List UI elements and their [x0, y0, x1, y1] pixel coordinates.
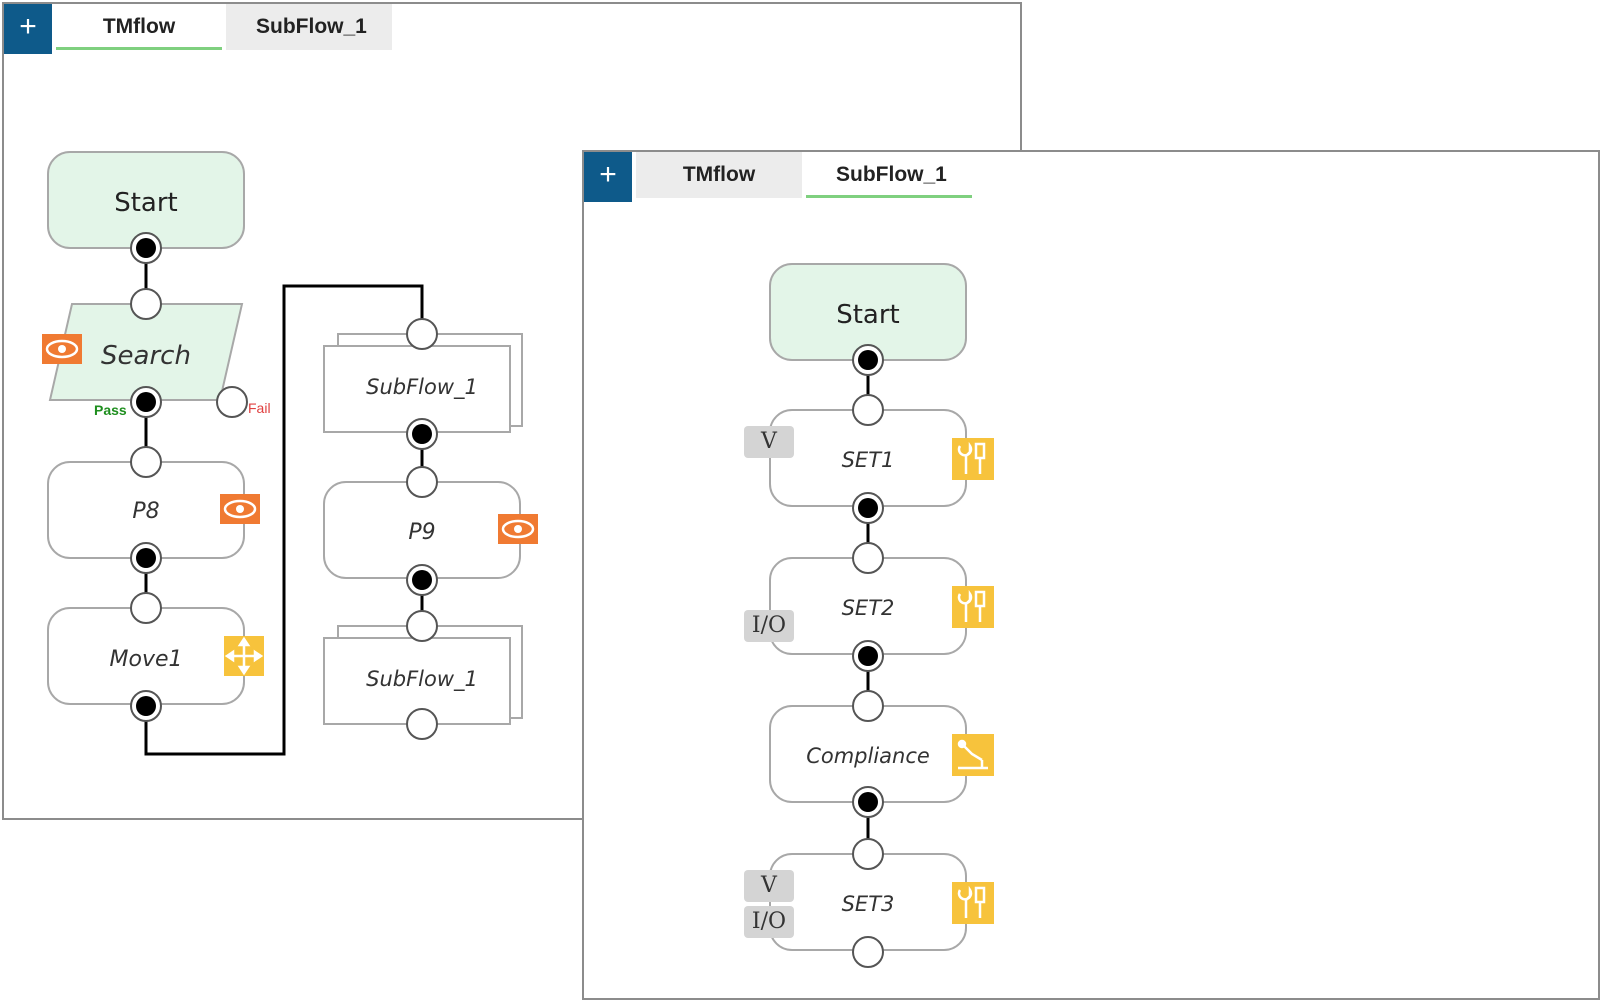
tool-wrench-icon: [952, 438, 994, 480]
set3-io-badge: I/O: [744, 906, 794, 938]
move-arrows-icon: [224, 636, 264, 676]
search-label: Search: [101, 341, 191, 371]
main-start-node[interactable]: Start: [47, 151, 245, 249]
set3-label: SET3: [842, 892, 895, 916]
sub-start-label: Start: [836, 300, 900, 330]
search-node[interactable]: Search: [48, 303, 244, 401]
vision-eye-icon: [220, 494, 260, 524]
compliance-icon: [952, 734, 994, 776]
tool-wrench-icon: [952, 586, 994, 628]
sub-tab-bar: + TMflow SubFlow_1: [584, 152, 972, 202]
fail-label: Fail: [248, 400, 271, 416]
plus-icon: +: [599, 158, 617, 191]
set2-io-badge: I/O: [744, 610, 794, 642]
set1-label: SET1: [842, 448, 895, 472]
main-tab-bar: + TMflow SubFlow_1: [4, 4, 392, 54]
vision-eye-icon: [498, 514, 538, 544]
main-tab-tmflow[interactable]: TMflow: [56, 4, 222, 50]
subflow-top-label: SubFlow_1: [366, 375, 478, 400]
sub-ports[interactable]: [852, 344, 884, 968]
main-tab-subflow[interactable]: SubFlow_1: [226, 4, 392, 50]
sub-add-flow-button[interactable]: +: [584, 152, 632, 202]
sub-start-node[interactable]: Start: [769, 263, 967, 361]
subflow-window: + TMflow SubFlow_1 Start SET1 SET2 Compl…: [582, 150, 1600, 1000]
sub-tab-subflow[interactable]: SubFlow_1: [806, 152, 972, 198]
main-start-label: Start: [114, 188, 178, 218]
compliance-label: Compliance: [806, 744, 930, 768]
pass-label: Pass: [94, 402, 127, 418]
vision-eye-icon: [42, 334, 82, 364]
set2-label: SET2: [842, 596, 895, 620]
tool-wrench-icon: [952, 882, 994, 924]
main-ports[interactable]: [130, 232, 438, 740]
set1-v-badge: V: [744, 426, 794, 458]
subflow-bottom-label: SubFlow_1: [366, 667, 478, 692]
p9-label: P9: [408, 520, 435, 545]
main-add-flow-button[interactable]: +: [4, 4, 52, 54]
p8-label: P8: [132, 499, 159, 524]
sub-tab-tmflow[interactable]: TMflow: [636, 152, 802, 198]
plus-icon: +: [19, 10, 37, 43]
subflow-canvas: Start SET1 SET2 Compliance SET3: [769, 263, 994, 968]
move1-label: Move1: [110, 647, 183, 672]
set3-v-badge: V: [744, 870, 794, 902]
main-flow-canvas: Start Search P8 Move1 SubFlow_1 P9: [42, 151, 538, 756]
